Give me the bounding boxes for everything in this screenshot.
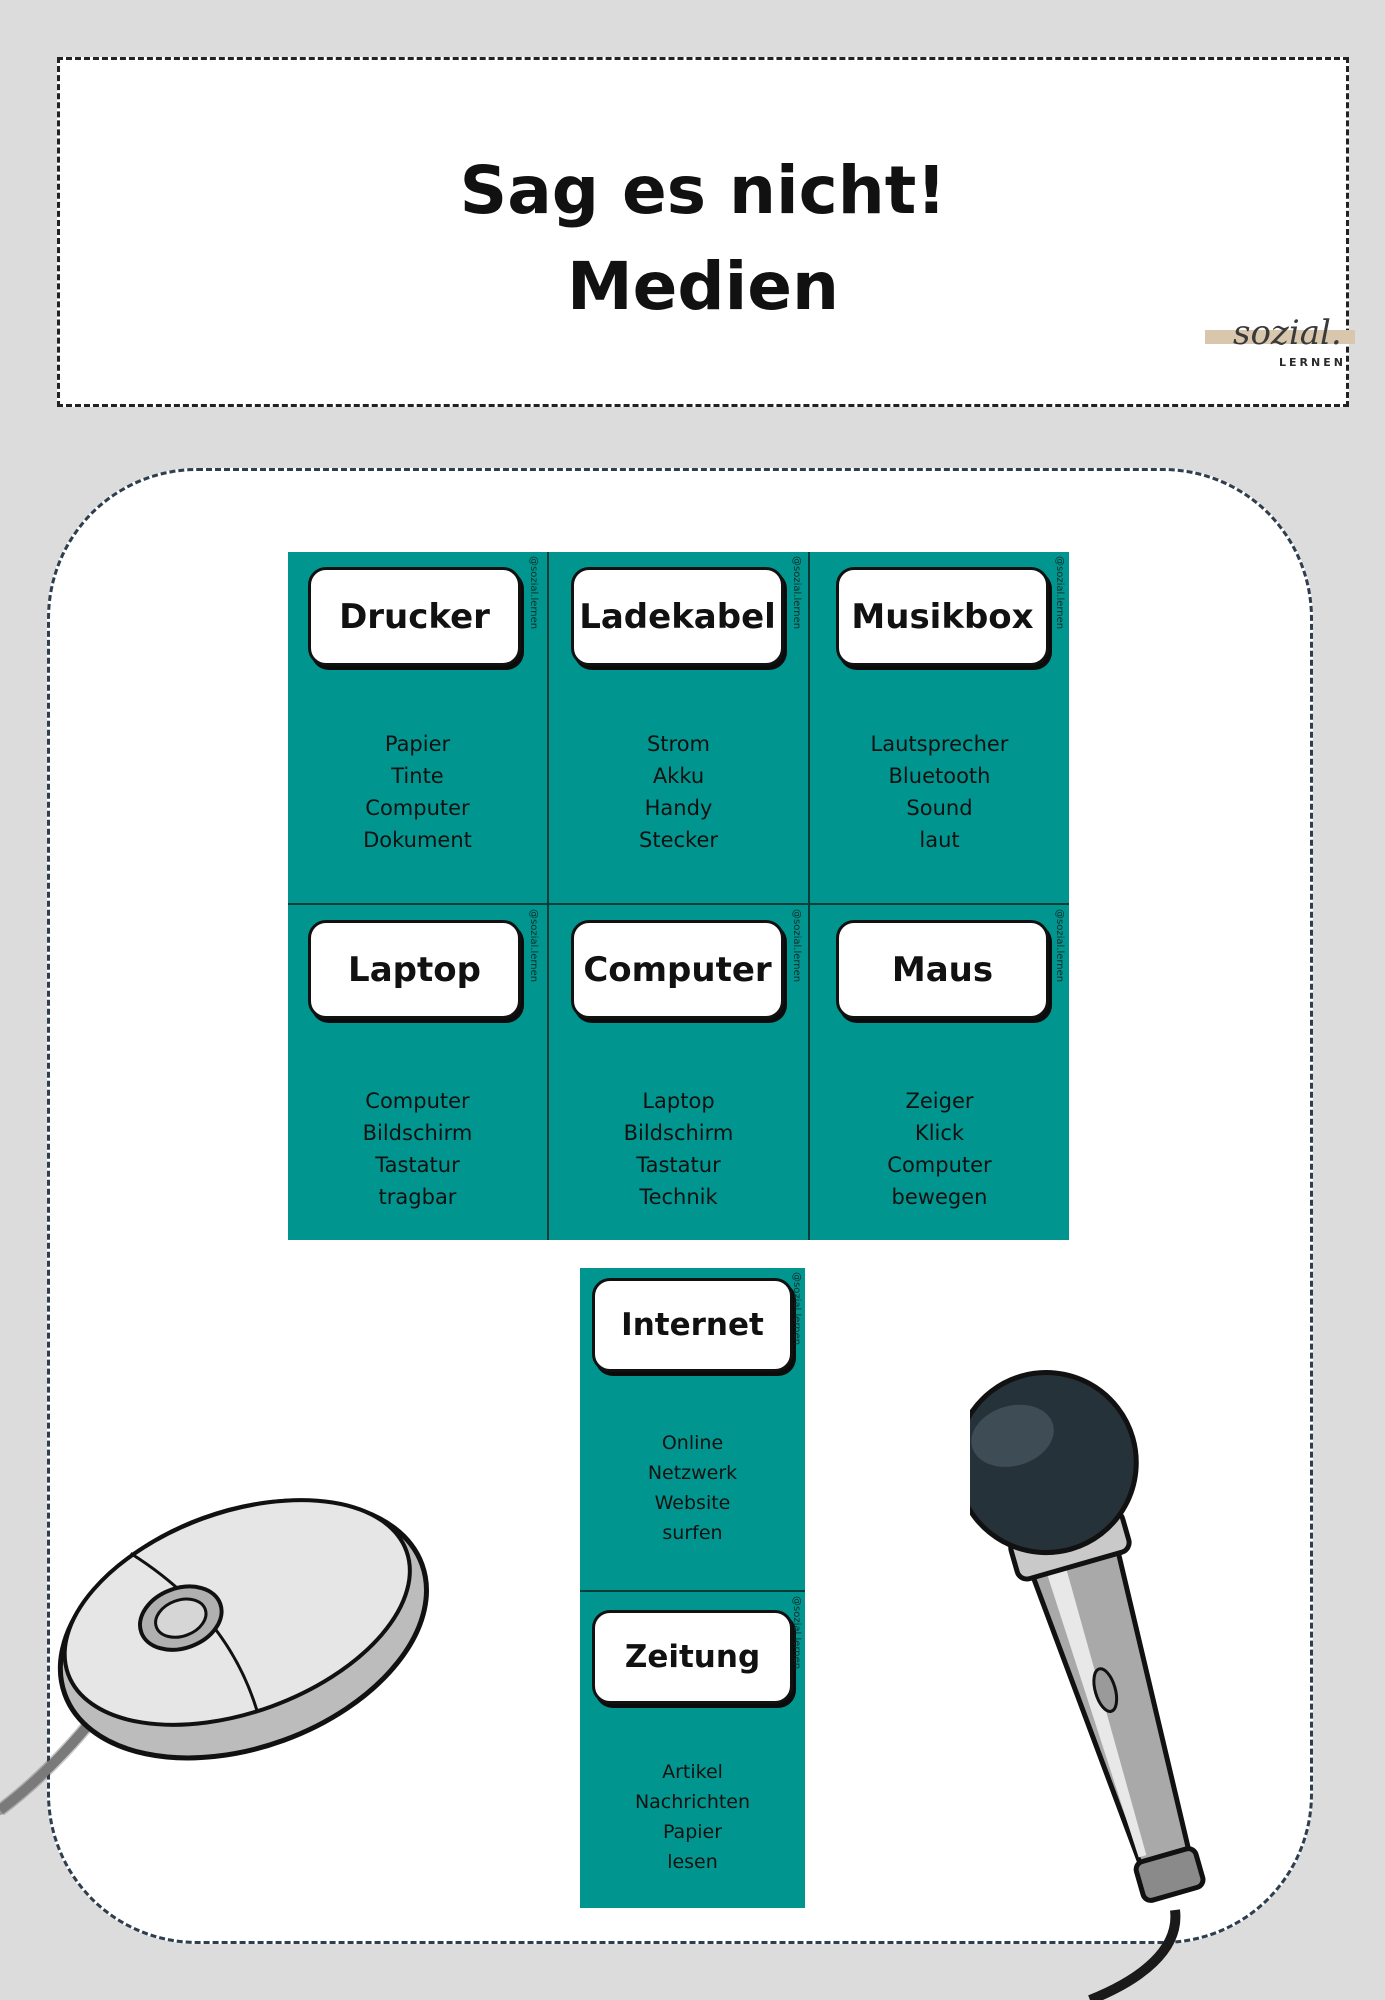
card-strip: Internet @sozial.lernen Online Netzwerk … (580, 1268, 805, 1908)
word: Online (661, 1432, 724, 1454)
word: Tastatur (375, 1153, 460, 1177)
page-title: Sag es nicht! (459, 152, 947, 229)
word: surfen (662, 1522, 723, 1544)
card-grid: Drucker @sozial.lernen Papier Tinte Comp… (288, 552, 1069, 1240)
word: Lautsprecher (870, 732, 1009, 756)
logo-caps: LERNEN (1279, 356, 1346, 369)
card-term-box: Maus (836, 920, 1049, 1019)
sozial-lernen-logo: sozial. LERNEN (1205, 313, 1355, 369)
word: Tastatur (636, 1153, 721, 1177)
card-term: Laptop (348, 949, 481, 990)
word: Strom (646, 732, 711, 756)
card-credit: @sozial.lernen (791, 1272, 802, 1346)
card-term-box: Drucker (308, 567, 521, 666)
page-subtitle: Medien (566, 248, 840, 325)
card-computer: Computer @sozial.lernen Laptop Bildschir… (549, 905, 808, 1240)
card-words: Zeiger Klick Computer bewegen (810, 1085, 1069, 1213)
word: Sound (906, 796, 973, 820)
header-box: Sag es nicht! Medien sozial. LERNEN (57, 57, 1355, 407)
card-words: Online Netzwerk Website surfen (580, 1428, 805, 1548)
word: Bildschirm (623, 1121, 734, 1145)
word: Dokument (363, 828, 472, 852)
grid-divider (808, 552, 810, 1240)
card-term: Zeitung (624, 1639, 761, 1675)
word: Artikel (662, 1761, 723, 1783)
card-words: Laptop Bildschirm Tastatur Technik (549, 1085, 808, 1213)
word: Handy (644, 796, 713, 820)
grid-divider (547, 552, 549, 1240)
card-term-box: Internet (592, 1278, 793, 1372)
card-words: Artikel Nachrichten Papier lesen (580, 1757, 805, 1877)
card-ladekabel: Ladekabel @sozial.lernen Strom Akku Hand… (549, 552, 808, 903)
card-term: Musikbox (851, 596, 1034, 637)
card-term-box: Zeitung (592, 1610, 793, 1704)
word: Stecker (639, 828, 718, 852)
word: Zeiger (905, 1089, 974, 1113)
card-term-box: Ladekabel (571, 567, 784, 666)
word: Laptop (642, 1089, 715, 1113)
card-credit: @sozial.lernen (1054, 556, 1065, 630)
card-words: Strom Akku Handy Stecker (549, 728, 808, 856)
strip-divider (580, 1590, 805, 1592)
word: Netzwerk (647, 1462, 738, 1484)
grid-divider (288, 903, 1069, 905)
word: Website (654, 1492, 731, 1514)
card-term-box: Musikbox (836, 567, 1049, 666)
card-laptop: Laptop @sozial.lernen Computer Bildschir… (288, 905, 547, 1240)
logo-script: sozial. (1233, 313, 1342, 353)
word: Computer (365, 1089, 470, 1113)
word: bewegen (891, 1185, 988, 1209)
card-maus: Maus @sozial.lernen Zeiger Klick Compute… (810, 905, 1069, 1240)
card-credit: @sozial.lernen (791, 909, 802, 983)
word: tragbar (378, 1185, 457, 1209)
card-credit: @sozial.lernen (528, 556, 539, 630)
card-words: Computer Bildschirm Tastatur tragbar (288, 1085, 547, 1213)
card-drucker: Drucker @sozial.lernen Papier Tinte Comp… (288, 552, 547, 903)
word: Nachrichten (634, 1791, 751, 1813)
word: Akku (652, 764, 705, 788)
card-credit: @sozial.lernen (791, 1596, 802, 1670)
card-term: Computer (583, 949, 772, 990)
word: Computer (887, 1153, 992, 1177)
word: Computer (365, 796, 470, 820)
word: Bluetooth (888, 764, 991, 788)
card-term: Ladekabel (579, 596, 776, 637)
card-credit: @sozial.lernen (791, 556, 802, 630)
card-internet: Internet @sozial.lernen Online Netzwerk … (580, 1268, 805, 1590)
card-words: Papier Tinte Computer Dokument (288, 728, 547, 856)
microphone-icon (970, 1370, 1206, 2000)
card-term-box: Laptop (308, 920, 521, 1019)
card-term: Maus (891, 949, 994, 990)
computer-mouse-icon (0, 1498, 429, 1816)
word: Papier (384, 732, 451, 756)
word: Tinte (391, 764, 444, 788)
card-credit: @sozial.lernen (528, 909, 539, 983)
card-zeitung: Zeitung @sozial.lernen Artikel Nachricht… (580, 1592, 805, 1908)
card-term: Drucker (339, 596, 490, 637)
word: Klick (914, 1121, 965, 1145)
word: Bildschirm (362, 1121, 473, 1145)
card-words: Lautsprecher Bluetooth Sound laut (810, 728, 1069, 856)
word: Technik (639, 1185, 718, 1209)
card-term: Internet (621, 1307, 764, 1343)
word: laut (919, 828, 960, 852)
card-term-box: Computer (571, 920, 784, 1019)
word: lesen (667, 1851, 718, 1873)
card-musikbox: Musikbox @sozial.lernen Lautsprecher Blu… (810, 552, 1069, 903)
card-credit: @sozial.lernen (1054, 909, 1065, 983)
word: Papier (662, 1821, 723, 1843)
